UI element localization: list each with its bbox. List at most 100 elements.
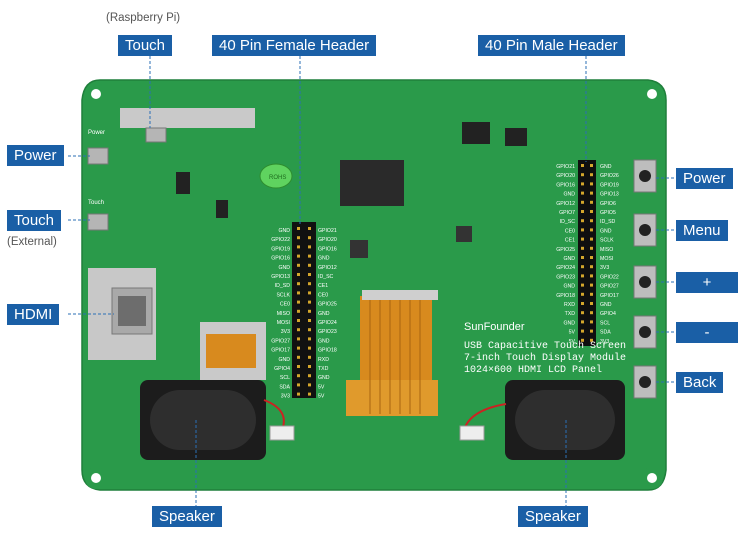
top-ribbon-strip — [120, 108, 255, 128]
pin-label: GPIO18 — [318, 348, 337, 354]
pin-label: RXD — [318, 357, 329, 363]
label-power-right: Power — [676, 168, 733, 189]
header-pin — [297, 392, 300, 396]
header-pin — [590, 338, 593, 342]
header-pin — [297, 383, 300, 387]
pin-label: 3V3 — [281, 394, 290, 400]
side-buttons — [633, 159, 657, 399]
callout-lines — [68, 56, 678, 506]
pin-label: GND — [278, 265, 290, 271]
pin-label: GND — [600, 228, 612, 234]
header-pin — [581, 329, 584, 333]
label-back: Back — [676, 372, 724, 393]
header-pin — [590, 200, 593, 204]
header-pin — [308, 309, 311, 313]
header-pin — [297, 309, 300, 313]
pin-label: CE0 — [280, 302, 290, 308]
pin-label: SCLK — [600, 238, 614, 244]
header-pin — [581, 283, 584, 287]
pin-label: GPIO18 — [556, 293, 575, 299]
header-pin — [297, 319, 300, 322]
board-line3: 1024×600 HDMI LCD Panel — [464, 364, 602, 376]
header-pin — [590, 283, 593, 287]
header-pin — [581, 320, 584, 324]
pin-label: GND — [563, 192, 575, 198]
pin-label: GPIO7 — [559, 210, 575, 216]
pin-label: SDA — [600, 330, 611, 336]
header-pin — [590, 246, 593, 250]
pin-label: GPIO19 — [271, 246, 290, 252]
header-pin — [581, 219, 584, 223]
header-pin — [581, 164, 584, 167]
header-pin — [590, 274, 593, 278]
header-pin — [590, 191, 593, 195]
header-pin — [590, 237, 593, 241]
header-pin — [581, 200, 584, 204]
pin-label: GPIO27 — [600, 284, 619, 290]
header-pin — [590, 182, 593, 186]
header-pin — [581, 292, 584, 296]
pin-label: GPIO19 — [600, 182, 619, 188]
main-ic — [340, 160, 404, 206]
pin-label: GPIO25 — [318, 302, 337, 308]
pin-label: TXD — [318, 366, 329, 372]
pin-label: ID_SC — [560, 219, 576, 225]
pin-label: ID_SC — [318, 274, 334, 280]
header-pin — [308, 346, 311, 350]
label-touch-pi: Touch — [118, 35, 173, 56]
label-minus: - — [676, 322, 738, 343]
label-speaker-right: Speaker — [518, 506, 588, 527]
header-pin — [590, 320, 593, 324]
pin-label: CE1 — [565, 238, 575, 244]
header-pin — [308, 392, 311, 396]
header-pin — [297, 346, 300, 350]
pin-label: CE0 — [565, 228, 575, 234]
pin-label: GND — [318, 375, 330, 381]
header-pin — [308, 328, 311, 332]
header-pin — [308, 319, 311, 322]
board-line2: 7-inch Touch Display Module — [464, 352, 626, 364]
pin-label: MOSI — [600, 256, 613, 262]
pin-label: SCL — [600, 320, 610, 326]
header-pin — [590, 256, 593, 259]
header-pin — [297, 328, 300, 332]
header-pin — [590, 311, 593, 315]
touch-pi-caption: (Raspberry Pi) — [106, 12, 181, 24]
pin-label: GND — [318, 338, 330, 344]
header-pin — [581, 182, 584, 186]
pin-label: GPIO12 — [318, 265, 337, 271]
header-pin — [308, 365, 311, 368]
header-pin — [590, 302, 593, 305]
pin-label: GPIO5 — [600, 210, 616, 216]
header-pin — [581, 173, 584, 177]
header-pin — [590, 164, 593, 167]
header-pin — [308, 273, 311, 276]
pin-label: 3V3 — [600, 339, 609, 345]
header-pin — [297, 365, 300, 368]
pin-label: GPIO17 — [271, 348, 290, 354]
pin-label: SDA — [279, 384, 290, 390]
header-pin — [581, 246, 584, 250]
pin-label: GPIO23 — [318, 329, 337, 335]
label-male-header: 40 Pin Male Header — [478, 35, 625, 56]
header-pin — [308, 337, 311, 341]
pin-label: GPIO22 — [600, 274, 619, 280]
pin-label: 3V3 — [600, 265, 609, 271]
board-line1: USB Capacitive Touch Screen — [464, 340, 626, 352]
header-pin — [308, 282, 311, 286]
pin-label: GPIO21 — [318, 228, 337, 234]
pin-label: GPIO20 — [318, 237, 337, 243]
pin-label: GND — [600, 164, 612, 170]
header-pin — [308, 355, 311, 359]
header-pin — [581, 237, 584, 241]
label-touch-external: Touch — [7, 210, 62, 231]
pin-label: 5V — [318, 384, 325, 390]
silk-touch: Touch — [88, 200, 104, 206]
pin-label: GND — [600, 302, 612, 308]
usb-touch-pi-port — [145, 127, 167, 143]
header-pin — [297, 374, 300, 378]
header-pin — [581, 210, 584, 213]
header-pin — [581, 256, 584, 259]
